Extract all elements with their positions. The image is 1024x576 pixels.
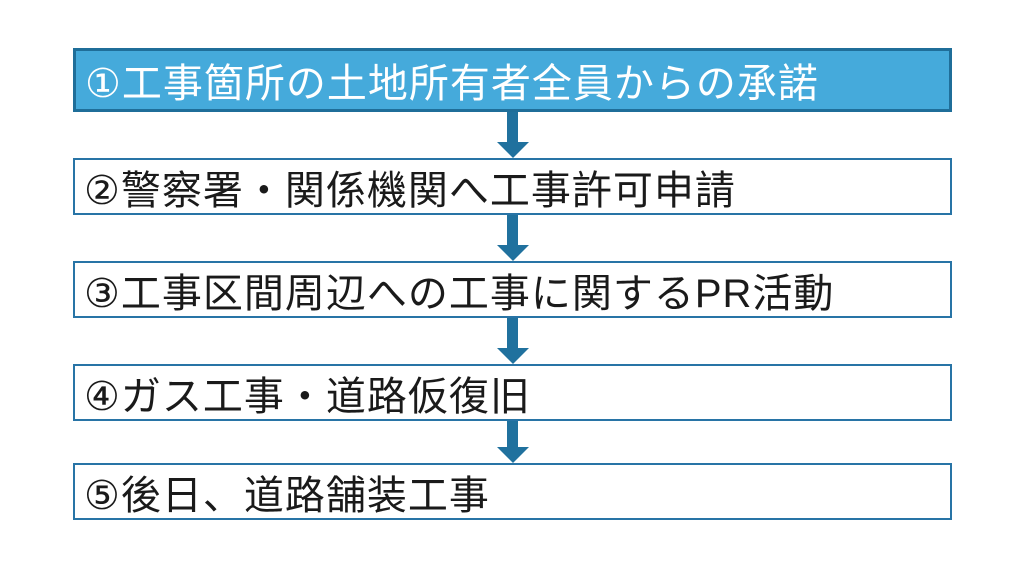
down-arrow-icon: [496, 421, 529, 463]
down-arrow-head: [496, 348, 529, 364]
flow-step-3: ③工事区間周辺への工事に関するPR活動: [73, 261, 952, 318]
flow-step-1-label: ①工事箇所の土地所有者全員からの承諾: [85, 62, 819, 106]
down-arrow-icon: [496, 215, 529, 261]
down-arrow-head: [496, 245, 529, 261]
flow-step-2-label: ②警察署・関係機関へ工事許可申請: [84, 168, 736, 213]
flow-step-2: ②警察署・関係機関へ工事許可申請: [73, 158, 952, 215]
down-arrow-stem: [507, 421, 518, 447]
flow-step-4-label: ④ガス工事・道路仮復旧: [84, 374, 531, 419]
flow-step-5: ⑤後日、道路舗装工事: [73, 463, 952, 520]
down-arrow-stem: [507, 215, 518, 245]
flow-step-5-label: ⑤後日、道路舗装工事: [84, 473, 490, 518]
down-arrow-icon: [496, 318, 529, 364]
flow-step-3-label: ③工事区間周辺への工事に関するPR活動: [84, 271, 835, 316]
down-arrow-head: [496, 447, 529, 463]
process-flow: ①工事箇所の土地所有者全員からの承諾 ②警察署・関係機関へ工事許可申請 ③工事区…: [73, 48, 952, 520]
down-arrow-stem: [507, 112, 518, 142]
down-arrow-icon: [496, 112, 529, 158]
down-arrow-stem: [507, 318, 518, 348]
flow-step-4: ④ガス工事・道路仮復旧: [73, 364, 952, 421]
flow-step-1: ①工事箇所の土地所有者全員からの承諾: [73, 48, 952, 112]
down-arrow-head: [496, 142, 529, 158]
